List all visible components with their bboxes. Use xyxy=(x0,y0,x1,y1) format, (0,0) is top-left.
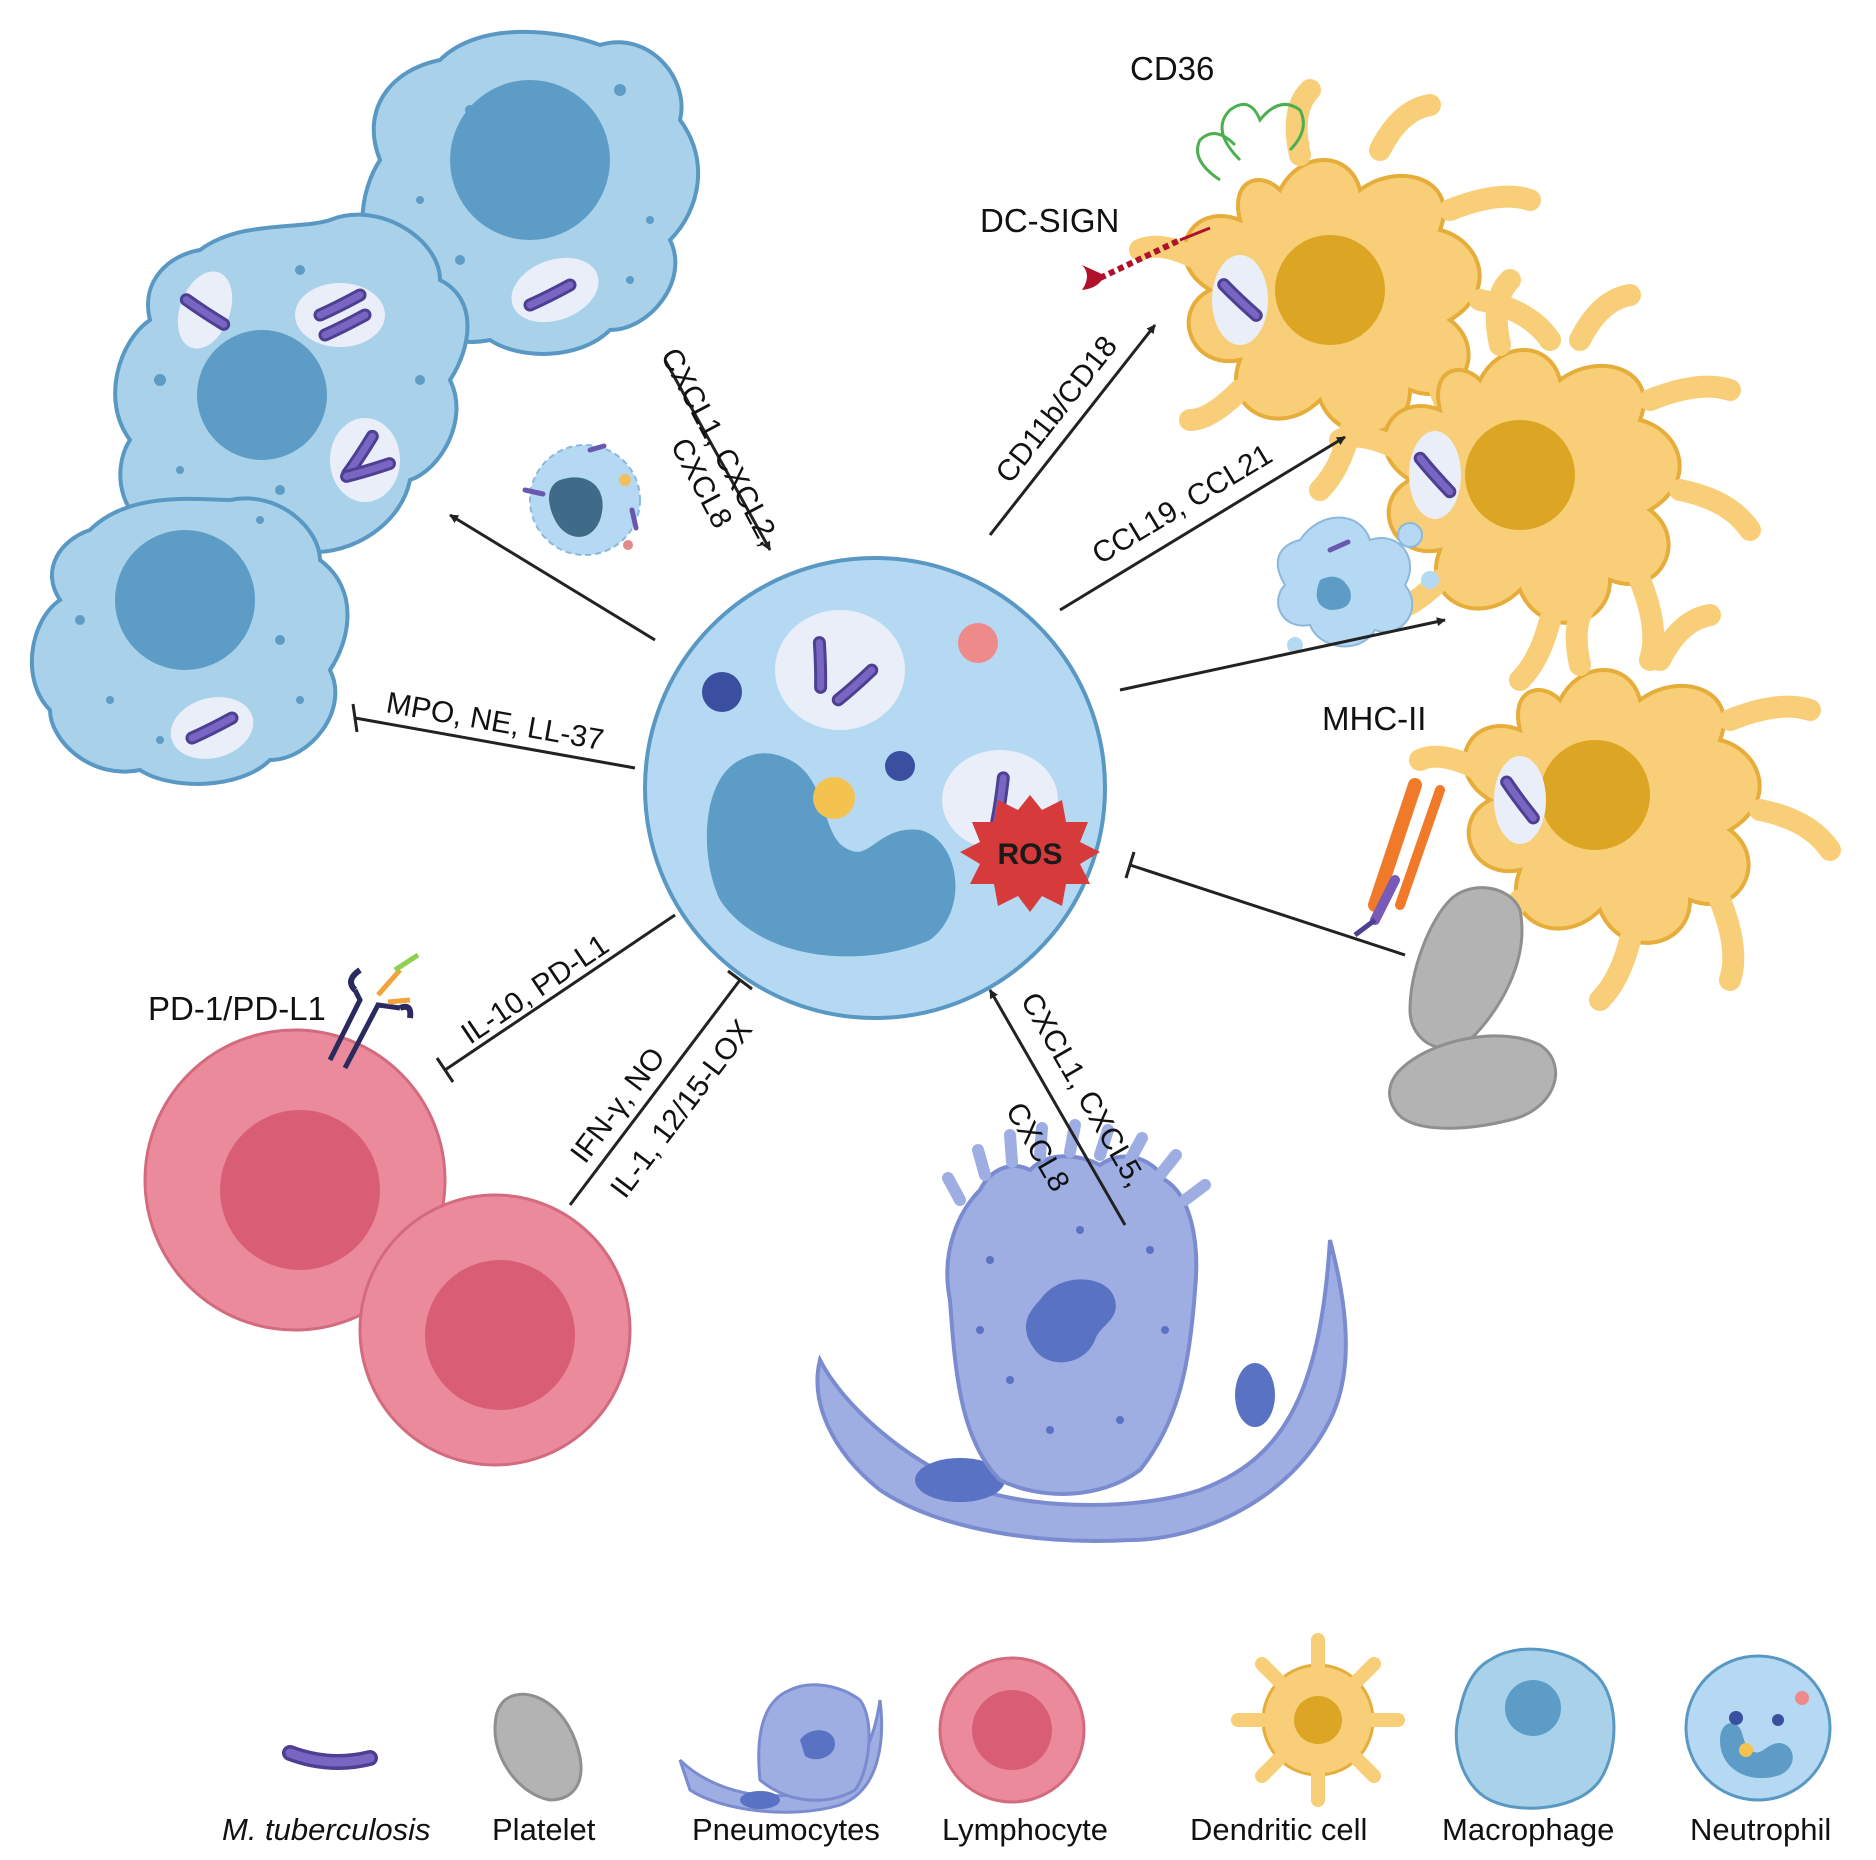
legend-pneumocytes-icon xyxy=(678,1683,884,1814)
macrophage-group xyxy=(29,29,701,786)
ros-burst: ROS xyxy=(960,795,1100,912)
granule-pink xyxy=(958,623,998,663)
platelet xyxy=(1388,1034,1558,1130)
arrow-to-dc1 xyxy=(988,324,1157,536)
legend-dendritic-label: Dendritic cell xyxy=(1190,1812,1367,1847)
lymphocyte-group xyxy=(143,1028,632,1467)
legend-neutrophil-label: Neutrophil xyxy=(1690,1812,1831,1847)
legend-platelet-icon xyxy=(493,1692,583,1802)
legend-platelet-label: Platelet xyxy=(492,1812,596,1847)
inhibit-macrophage xyxy=(354,716,636,770)
legend-dendritic-icon xyxy=(1231,1633,1405,1807)
legend-mtb-label: M. tuberculosis xyxy=(222,1812,430,1847)
pneumocyte-nucleus xyxy=(1235,1363,1275,1427)
cd36-receptor xyxy=(1196,102,1305,182)
dendritic-cell-group: CD36 DC-SIGN MHC-II xyxy=(980,50,1841,1011)
edge-ccl19-ccl21: CCL19, CCL21 xyxy=(1087,438,1278,571)
pd1-pdl1-receptor xyxy=(327,952,420,1070)
legend-macrophage-icon xyxy=(1454,1647,1616,1810)
pd1-label: PD-1/PD-L1 xyxy=(148,990,326,1027)
macrophage-nucleus xyxy=(115,530,255,670)
cd36-label: CD36 xyxy=(1130,50,1214,87)
neutrophil-nucleus xyxy=(706,753,956,957)
mhc2-label: MHC-II xyxy=(1322,700,1426,737)
dc-sign-receptor xyxy=(1082,226,1211,290)
pneumocyte-group xyxy=(815,1119,1348,1543)
arrow-to-dc3 xyxy=(1119,617,1446,692)
ros-label: ROS xyxy=(997,838,1062,871)
edge-mpo-ne-ll37: MPO, NE, LL-37 xyxy=(384,686,606,757)
central-neutrophil: ROS xyxy=(643,556,1107,1020)
mhc2-receptor xyxy=(1353,778,1445,937)
neutrophil-debris xyxy=(1276,516,1439,653)
phagosome xyxy=(775,610,905,730)
platelet-group xyxy=(1388,886,1558,1130)
legend-pneumocytes-label: Pneumocytes xyxy=(692,1812,880,1847)
legend-lymphocyte-icon xyxy=(938,1656,1086,1804)
platelet xyxy=(1408,886,1524,1050)
interaction-arrows xyxy=(351,324,1446,1226)
macrophage-nucleus xyxy=(450,80,610,240)
type1-pneumocyte xyxy=(815,1239,1348,1543)
lymphocyte-nucleus xyxy=(220,1110,380,1270)
legend-macrophage-label: Macrophage xyxy=(1442,1812,1614,1847)
edge-cd11b-cd18: CD11b/CD18 xyxy=(990,330,1124,489)
inhibit-by-platelet xyxy=(1129,863,1406,957)
granule-dark xyxy=(885,751,915,781)
arrow-macrophage-to-neutrophil xyxy=(663,359,772,551)
arrow-neutrophil-to-macrophage xyxy=(449,513,656,642)
dendritic-cell xyxy=(1129,79,1561,501)
macrophage-nucleus xyxy=(197,330,327,460)
legend-neutrophil-icon xyxy=(1684,1654,1832,1802)
inhibit-lymphocyte xyxy=(444,913,676,1072)
edge-il10-pdl1: IL-10, PD-L1 xyxy=(455,928,614,1050)
legend: M. tuberculosis Platelet Pneumocytes Lym… xyxy=(222,1633,1832,1847)
legend-lymphocyte-label: Lymphocyte xyxy=(942,1812,1108,1847)
pneumocyte-nucleus xyxy=(915,1458,1005,1502)
legend-mtb-icon xyxy=(282,1745,378,1770)
arrow-pneumocyte-to-neutrophil xyxy=(988,989,1127,1226)
apoptotic-neutrophil xyxy=(522,443,641,556)
lymphocyte-nucleus xyxy=(425,1260,575,1410)
granule-dark xyxy=(702,672,742,712)
granule-yellow xyxy=(813,777,855,819)
arrow-to-dc2 xyxy=(1059,435,1346,612)
granules xyxy=(75,84,654,744)
dc-sign-label: DC-SIGN xyxy=(980,202,1119,239)
microvilli xyxy=(942,1119,1211,1206)
inhibit-by-lymphocyte xyxy=(568,979,742,1206)
